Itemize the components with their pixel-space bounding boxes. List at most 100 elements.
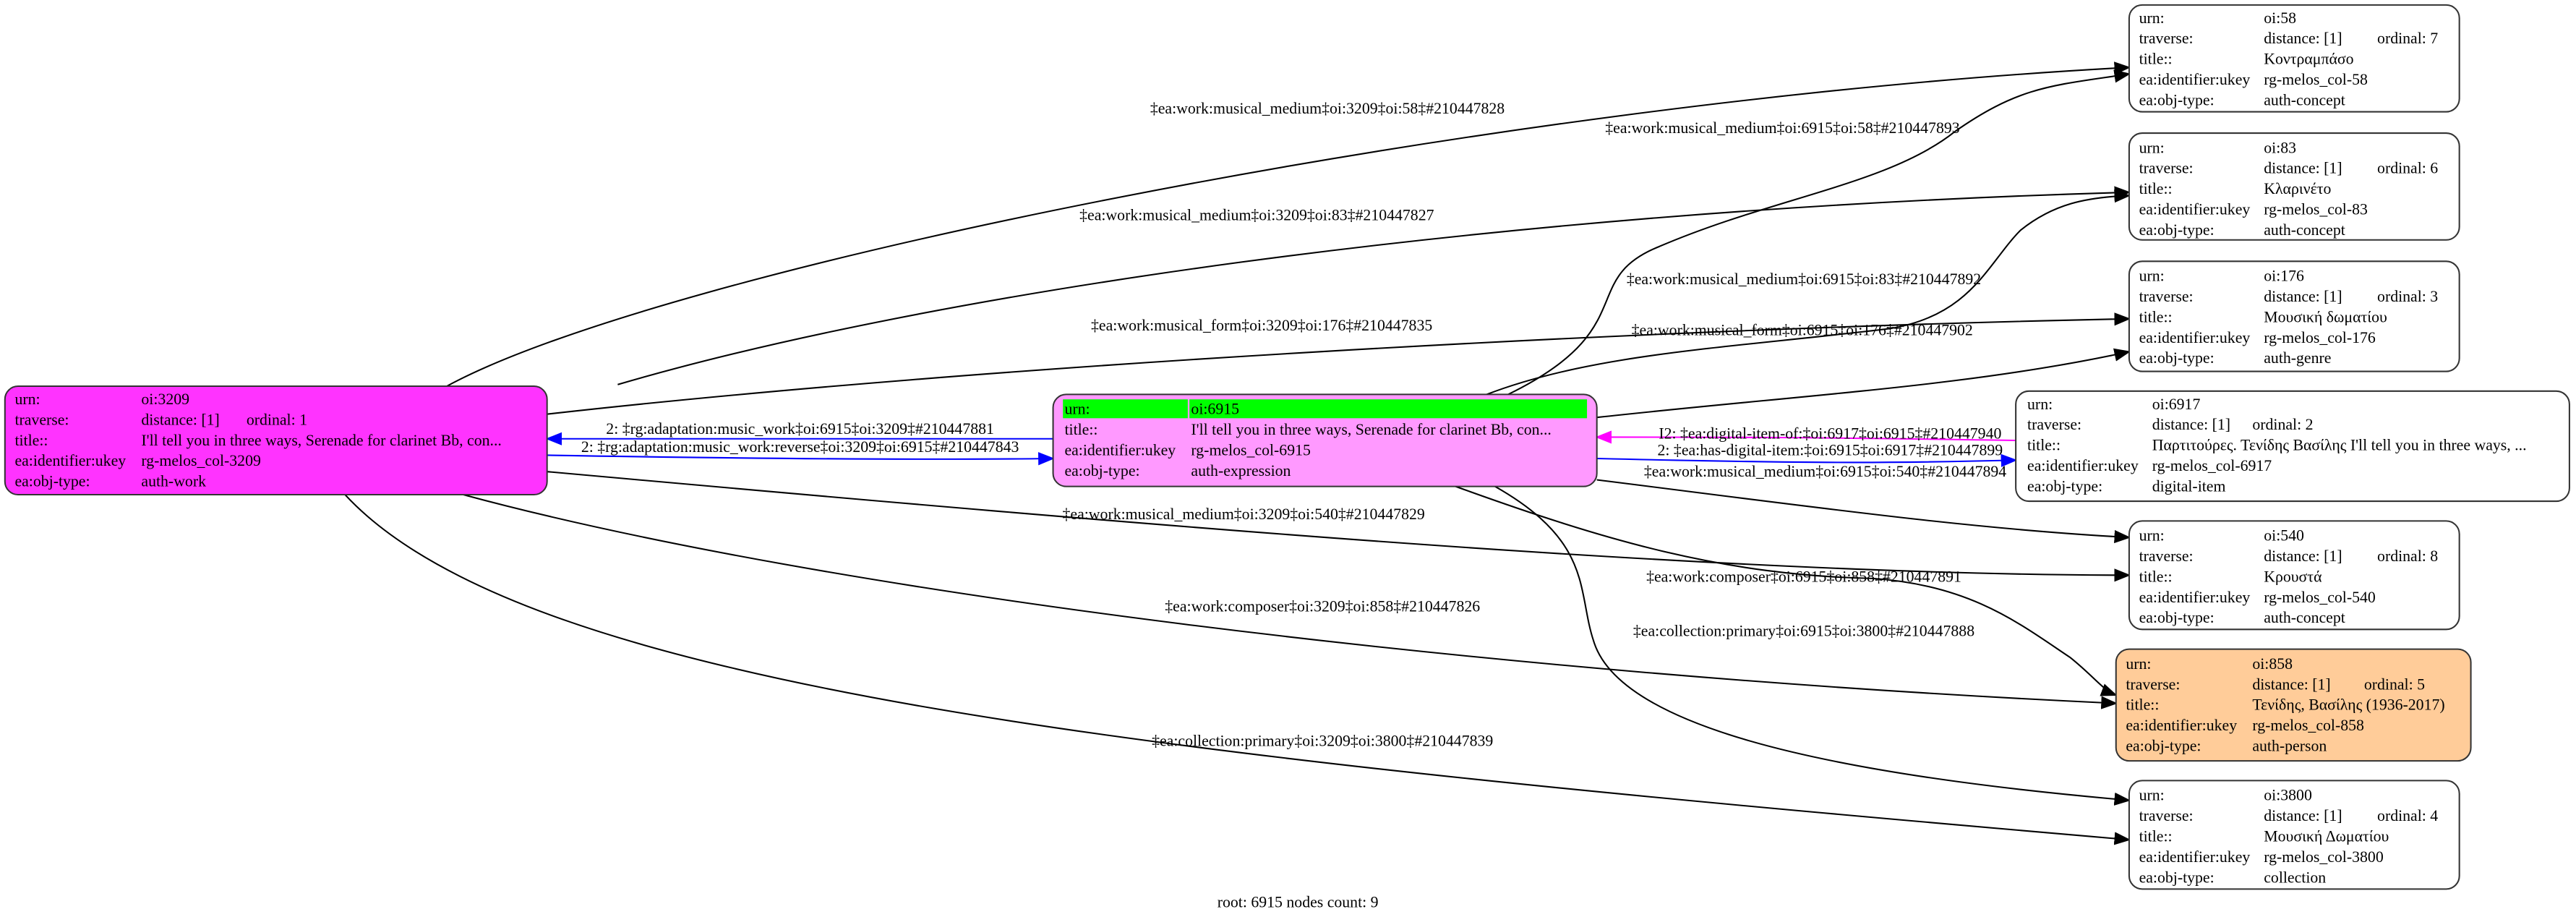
node-box[interactable] xyxy=(2015,390,2570,503)
edge-line[interactable] xyxy=(1507,69,2131,396)
edge-oi-3209-to-oi-6915[interactable]: 2: ‡rg:adaptation:music_work:reverse‡oi:… xyxy=(547,438,1055,466)
edge-line[interactable] xyxy=(1486,189,2131,396)
edge-line[interactable] xyxy=(1595,430,2016,444)
edge-oi-3209-to-oi-58[interactable]: ‡ea:work:musical_medium‡oi:3209‡oi:58‡#2… xyxy=(446,61,2131,387)
field-value: oi:540 xyxy=(2264,527,2304,545)
ordinal-value: ordinal: 3 xyxy=(2377,288,2438,305)
edge-oi-6915-to-oi-58[interactable]: ‡ea:work:musical_medium‡oi:6915‡oi:58‡#2… xyxy=(1507,69,2131,396)
edge-line[interactable] xyxy=(463,494,2118,709)
edge-oi-3209-to-oi-858[interactable]: ‡ea:work:composer‡oi:3209‡oi:858‡#210447… xyxy=(463,494,2118,709)
edge-line[interactable] xyxy=(1455,485,2118,696)
field-value: distance: [1] xyxy=(141,411,219,428)
field-value: digital-item xyxy=(2152,477,2226,495)
field-label: traverse: xyxy=(2139,547,2194,565)
field-value: auth-concept xyxy=(2264,609,2345,626)
field-value: oi:6915 xyxy=(1191,401,1239,418)
edge-label: ‡ea:work:musical_form‡oi:3209‡oi:176‡#21… xyxy=(1091,317,1432,334)
edge-label: ‡ea:work:musical_medium‡oi:3209‡oi:540‡#… xyxy=(1063,506,1425,523)
field-label: traverse: xyxy=(2139,288,2194,305)
field-label: traverse: xyxy=(2139,30,2194,47)
edge-line[interactable] xyxy=(344,494,2131,845)
field-label: ea:obj-type: xyxy=(2139,91,2215,108)
field-label: ea:obj-type: xyxy=(2139,609,2215,626)
field-value: Παρτιτούρες. Τενίδης Βασίλης I'll tell y… xyxy=(2152,437,2527,454)
node-box[interactable] xyxy=(2115,648,2472,762)
field-value: I'll tell you in three ways, Serenade fo… xyxy=(1191,421,1551,438)
edge-oi-6915-to-oi-6917[interactable]: 2: ‡ea:has-digital-item:‡oi:6915‡oi:6917… xyxy=(1596,441,2018,467)
field-label: ea:obj-type: xyxy=(14,473,90,490)
field-label: urn: xyxy=(2139,268,2165,285)
field-value: Μουσική δωματίου xyxy=(2264,308,2387,325)
ordinal-value: ordinal: 2 xyxy=(2252,416,2313,433)
footer-root-info: root: 6915 nodes count: 9 xyxy=(1218,893,1379,910)
node-box[interactable] xyxy=(2128,260,2460,372)
edge-oi-6917-to-oi-6915[interactable]: I2: ‡ea:digital-item-of:‡oi:6917‡oi:6915… xyxy=(1595,425,2016,444)
ordinal-value: ordinal: 7 xyxy=(2377,30,2438,47)
edge-line[interactable] xyxy=(1596,348,2131,419)
edge-oi-6915-to-oi-540[interactable]: ‡ea:work:musical_medium‡oi:6915‡oi:540‡#… xyxy=(1596,463,2131,544)
field-label: title:: xyxy=(2027,437,2061,454)
field-value: auth-genre xyxy=(2264,349,2331,367)
edges-layer: ‡ea:work:musical_medium‡oi:3209‡oi:58‡#2… xyxy=(344,61,2131,845)
edge-oi-3209-to-oi-540[interactable]: ‡ea:work:musical_medium‡oi:3209‡oi:540‡#… xyxy=(547,471,2131,582)
field-label: title:: xyxy=(1064,421,1097,438)
edge-oi-3209-to-oi-176[interactable]: ‡ea:work:musical_form‡oi:3209‡oi:176‡#21… xyxy=(547,312,2131,415)
edge-line[interactable] xyxy=(617,186,2131,385)
node-box[interactable] xyxy=(2128,780,2460,890)
edge-oi-6915-to-oi-3800[interactable]: ‡ea:collection:primary‡oi:6915‡oi:3800‡#… xyxy=(1494,485,2131,806)
field-value: auth-expression xyxy=(1191,462,1291,479)
ordinal-value: ordinal: 4 xyxy=(2377,807,2438,824)
node-box[interactable] xyxy=(2128,4,2460,113)
field-label: traverse: xyxy=(2139,807,2194,824)
edge-line[interactable] xyxy=(1494,485,2131,806)
ordinal-value: ordinal: 8 xyxy=(2377,547,2438,565)
edge-oi-6915-to-oi-83[interactable]: ‡ea:work:musical_medium‡oi:6915‡oi:83‡#2… xyxy=(1486,189,2131,396)
field-label: urn: xyxy=(14,391,40,408)
field-value: distance: [1] xyxy=(2264,160,2342,177)
node-box[interactable] xyxy=(4,385,548,496)
edge-line[interactable] xyxy=(1596,479,2131,544)
field-value: Τενίδης, Βασίλης (1936-2017) xyxy=(2252,696,2444,714)
edge-line[interactable] xyxy=(446,61,2131,387)
field-label: title:: xyxy=(2139,827,2173,845)
edge-oi-3209-to-oi-83[interactable]: ‡ea:work:musical_medium‡oi:3209‡oi:83‡#2… xyxy=(617,186,2131,385)
field-value: rg-melos_col-6917 xyxy=(2152,457,2272,474)
field-value: auth-concept xyxy=(2264,221,2345,239)
node-box[interactable] xyxy=(2128,520,2460,631)
field-value: oi:83 xyxy=(2264,139,2296,156)
edge-oi-6915-to-oi-176[interactable]: ‡ea:work:musical_form‡oi:6915‡oi:176‡#21… xyxy=(1596,322,2131,419)
field-value: auth-work xyxy=(141,473,206,490)
edge-label: 2: ‡rg:adaptation:music_work:reverse‡oi:… xyxy=(581,438,1019,456)
edge-label: ‡ea:work:musical_medium‡oi:3209‡oi:83‡#2… xyxy=(1079,207,1434,224)
edge-oi-3209-to-oi-3800[interactable]: ‡ea:collection:primary‡oi:3209‡oi:3800‡#… xyxy=(344,494,2131,845)
field-label: urn: xyxy=(2139,787,2165,804)
field-value: rg-melos_col-3800 xyxy=(2264,848,2384,866)
edge-oi-6915-to-oi-3209[interactable]: 2: ‡rg:adaptation:music_work‡oi:6915‡oi:… xyxy=(545,420,1053,445)
field-value: oi:6917 xyxy=(2152,396,2201,413)
field-value: rg-melos_col-3209 xyxy=(141,452,260,469)
node-box[interactable] xyxy=(2128,132,2460,241)
edge-line[interactable] xyxy=(547,312,2131,415)
field-value: rg-melos_col-176 xyxy=(2264,329,2376,346)
edge-line[interactable] xyxy=(1596,453,2018,467)
field-label: ea:identifier:ukey xyxy=(2139,201,2251,218)
field-label: ea:obj-type: xyxy=(2027,477,2102,495)
edge-oi-6915-to-oi-858[interactable]: ‡ea:work:composer‡oi:6915‡oi:858‡#210447… xyxy=(1455,485,2118,696)
field-value: Κλαρινέτο xyxy=(2264,180,2331,197)
field-label: traverse: xyxy=(2027,416,2081,433)
edge-line[interactable] xyxy=(547,471,2131,582)
field-label: urn: xyxy=(2126,655,2151,673)
edge-label: ‡ea:work:musical_medium‡oi:3209‡oi:58‡#2… xyxy=(1150,100,1505,117)
field-label: ea:identifier:ukey xyxy=(2139,848,2251,866)
edge-line[interactable] xyxy=(547,452,1055,466)
